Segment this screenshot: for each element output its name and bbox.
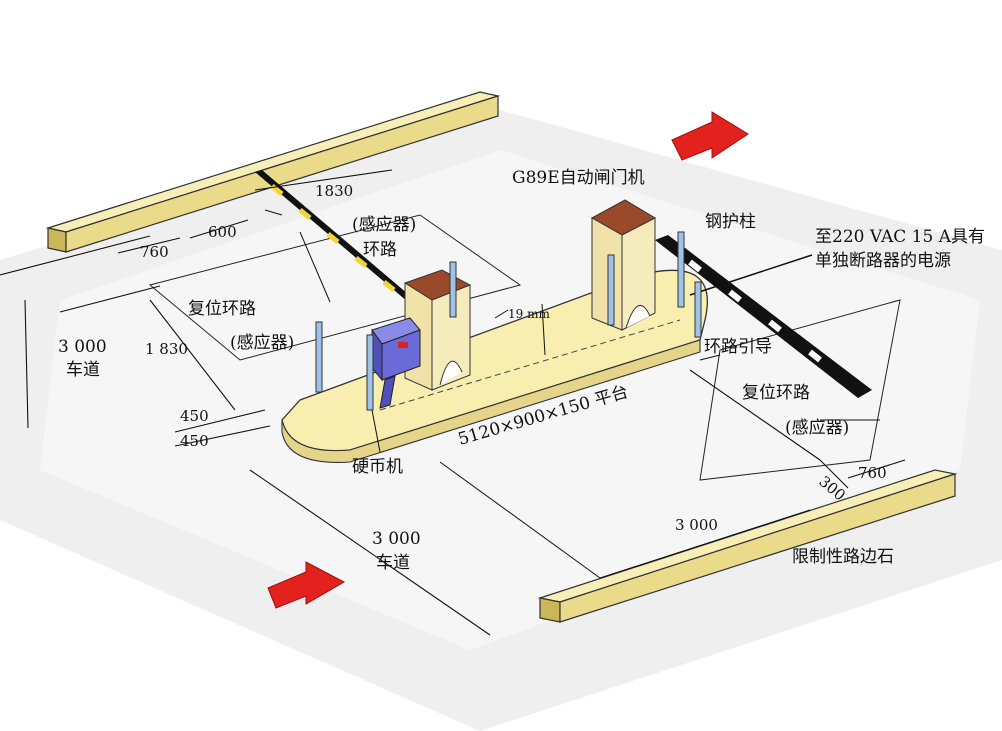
dim-1830-top: 1830 — [315, 182, 353, 200]
dimension-lines — [0, 169, 906, 636]
sensor-loop-label-line2: 环路 — [363, 240, 397, 260]
direction-arrow-bottom — [267, 561, 346, 609]
gate-cabinet-right — [590, 199, 657, 331]
barrier-arm-right — [655, 235, 872, 398]
sensor-loop-label-line1: (感应器) — [352, 215, 416, 235]
coin-machine-label: 硬币机 — [352, 457, 403, 477]
dim-600: 600 — [208, 223, 237, 241]
reset-loop-right-label-line2: (感应器) — [785, 418, 849, 438]
guard-post-label: 钢护柱 — [705, 212, 756, 232]
dim-450-b: 450 — [180, 432, 209, 450]
lane-top-text: 车道 — [66, 360, 100, 380]
barrier-arm-top — [255, 170, 415, 302]
curb-top — [45, 91, 501, 253]
lane-bottom-value: 3 000 — [372, 529, 421, 549]
loop-lead-label: 环路引导 — [704, 337, 772, 357]
guard-posts — [315, 231, 702, 411]
reset-loop-right-label-line1: 复位环路 — [742, 383, 810, 403]
dim-450-a: 450 — [180, 407, 209, 425]
reset-loop-left-label-line2: (感应器) — [230, 333, 294, 353]
direction-arrow-top — [671, 111, 749, 161]
curb-label: 限制性路边石 — [792, 547, 894, 567]
dim-760-right: 760 — [858, 464, 887, 482]
dim-1830-left: 1 830 — [145, 340, 188, 358]
dim-3000-right: 3 000 — [675, 516, 718, 534]
power-line — [689, 254, 813, 296]
power-label-line1: 至220 VAC 15 A具有 — [815, 227, 985, 247]
lane-top-value: 3 000 — [58, 337, 107, 357]
gate-machine-label: G89E自动闸门机 — [512, 168, 645, 188]
reset-loop-left-label-line1: 复位环路 — [188, 299, 256, 319]
power-label-line2: 单独断路器的电源 — [815, 251, 951, 271]
coin-machine — [371, 317, 421, 409]
dim-760-left: 760 — [140, 243, 169, 261]
gap-label: 19 mm — [508, 307, 550, 321]
lane-bottom-text: 车道 — [376, 553, 410, 573]
